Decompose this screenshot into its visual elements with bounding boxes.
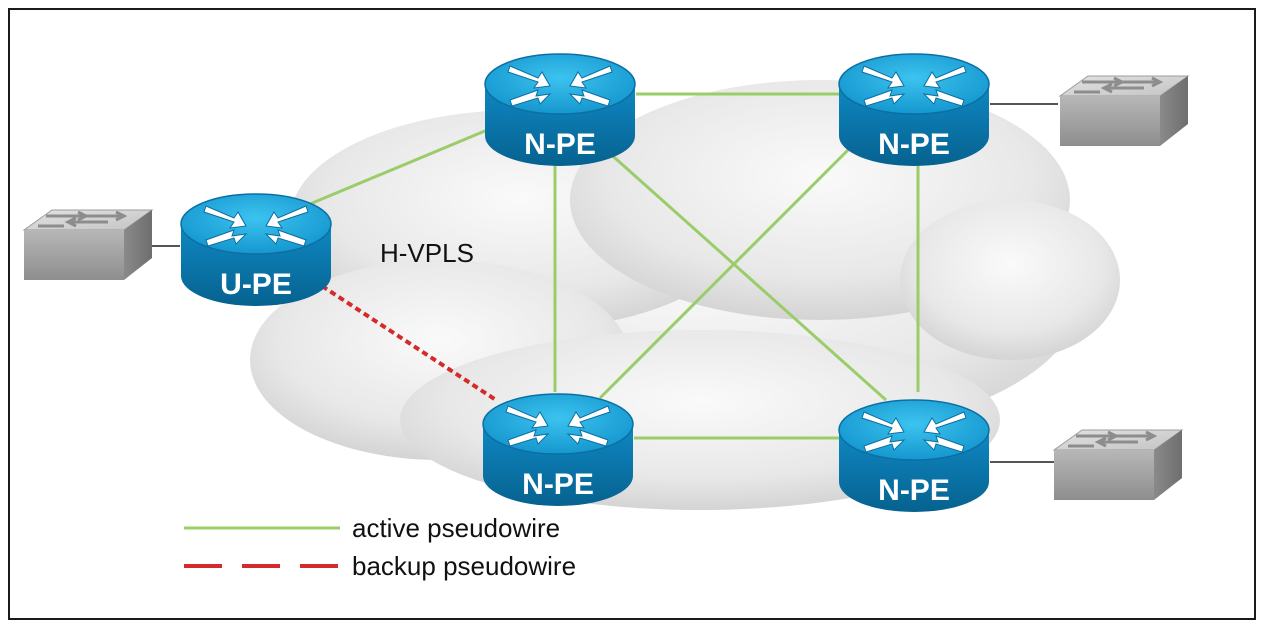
switch-top-right bbox=[1058, 74, 1190, 148]
legend-backup-label: backup pseudowire bbox=[352, 551, 576, 581]
network-cloud bbox=[250, 80, 1120, 510]
legend-active-label: active pseudowire bbox=[352, 513, 560, 543]
router-label: N-PE bbox=[878, 128, 950, 161]
router-npe-bottom-left: N-PE bbox=[482, 393, 634, 507]
cloud-label: H-VPLS bbox=[380, 238, 474, 268]
switch-icon bbox=[1052, 428, 1184, 502]
active-pseudowire-upe-npe-top-left bbox=[309, 126, 493, 206]
router-npe-top-left: N-PE bbox=[484, 53, 636, 167]
switch-icon bbox=[22, 208, 154, 282]
router-label: U-PE bbox=[220, 268, 292, 301]
pseudowire-links bbox=[309, 92, 920, 440]
router-upe: U-PE bbox=[180, 193, 332, 307]
legend: active pseudowire backup pseudowire bbox=[184, 513, 576, 581]
switch-icon bbox=[1058, 74, 1190, 148]
active-pseudowire-npe-top-left-npe-bottom-right bbox=[605, 148, 887, 402]
router-npe-bottom-right: N-PE bbox=[838, 399, 990, 513]
router-label: N-PE bbox=[524, 128, 596, 161]
router-npe-top-right: N-PE bbox=[838, 53, 990, 167]
switch-left bbox=[22, 208, 154, 282]
router-label: N-PE bbox=[878, 474, 950, 507]
backup-pseudowire-upe-npe-bottom-left bbox=[320, 284, 498, 402]
active-pseudowire-npe-top-right-npe-bottom-left bbox=[598, 140, 858, 400]
access-links bbox=[150, 103, 1058, 463]
router-label: N-PE bbox=[522, 468, 594, 501]
switch-bottom-right bbox=[1052, 428, 1184, 502]
